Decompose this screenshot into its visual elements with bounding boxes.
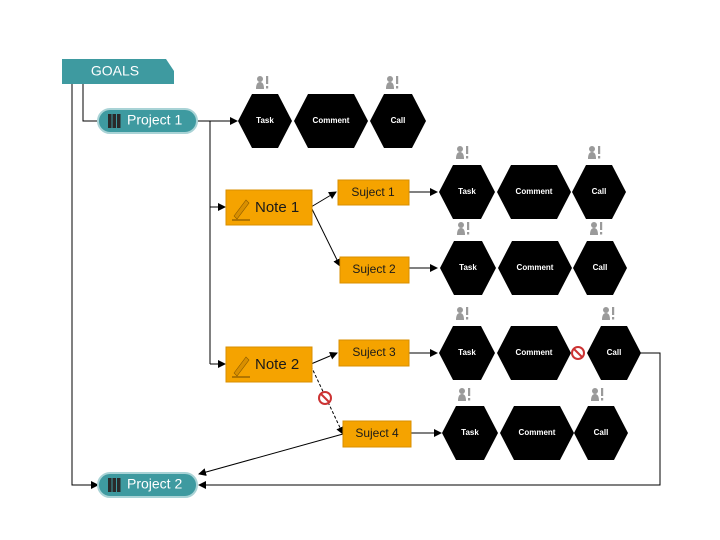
connector-goals-project1	[82, 84, 102, 122]
no-entry-icon	[571, 346, 585, 360]
connector-goals-project2	[71, 84, 99, 489]
svg-text:Call: Call	[391, 116, 406, 125]
comment-node[interactable]: Comment	[497, 165, 571, 219]
svg-text:Task: Task	[461, 428, 479, 437]
call-node[interactable]: Call	[572, 165, 626, 219]
person-alert-icon	[457, 222, 470, 235]
subject-4-label: Suject 4	[355, 426, 399, 440]
goals-label: GOALS	[91, 63, 139, 79]
svg-text:Task: Task	[458, 187, 476, 196]
svg-text:Call: Call	[593, 263, 608, 272]
call-node[interactable]: Call	[370, 94, 426, 148]
svg-text:Call: Call	[607, 348, 622, 357]
svg-text:Comment: Comment	[516, 187, 553, 196]
activity-row-subject1: Task Comment Call	[439, 146, 626, 219]
person-alert-icon	[456, 307, 469, 320]
svg-text:Comment: Comment	[516, 348, 553, 357]
connector-note1-subject1	[310, 191, 337, 208]
activity-row-subject2: Task Comment Call	[440, 222, 627, 295]
project-2-node[interactable]: Project 2	[97, 472, 198, 498]
note-2-node[interactable]: Note 2	[225, 346, 313, 383]
person-alert-icon	[256, 76, 269, 89]
person-alert-icon	[602, 307, 615, 320]
svg-text:Comment: Comment	[517, 263, 554, 272]
subject-4-node[interactable]: Suject 4	[342, 420, 412, 448]
subject-3-label: Suject 3	[352, 345, 396, 359]
task-node[interactable]: Task	[439, 326, 495, 380]
person-alert-icon	[591, 388, 604, 401]
note-2-label: Note 2	[255, 356, 299, 373]
person-alert-icon	[458, 388, 471, 401]
person-alert-icon	[386, 76, 399, 89]
person-alert-icon	[588, 146, 601, 159]
subject-2-label: Suject 2	[352, 262, 396, 276]
note-1-node[interactable]: Note 1	[225, 189, 313, 226]
book-stack-icon	[108, 114, 121, 128]
connector-subject4-project2	[198, 433, 344, 476]
connector-project1-trunk	[197, 120, 211, 364]
comment-node[interactable]: Comment	[498, 241, 572, 295]
connectors	[71, 84, 661, 489]
task-node[interactable]: Task	[238, 94, 292, 148]
person-alert-icon	[590, 222, 603, 235]
task-node[interactable]: Task	[442, 406, 498, 460]
connector-note2-subject3	[310, 352, 338, 365]
activity-row-subject4: Task Comment Call	[442, 388, 628, 460]
svg-text:Task: Task	[458, 348, 476, 357]
subject-2-node[interactable]: Suject 2	[339, 256, 410, 284]
svg-text:Call: Call	[594, 428, 609, 437]
comment-node[interactable]: Comment	[294, 94, 368, 148]
person-alert-icon	[456, 146, 469, 159]
task-node[interactable]: Task	[440, 241, 496, 295]
book-stack-icon	[108, 478, 121, 492]
call-node[interactable]: Call	[574, 406, 628, 460]
pencil-icon	[232, 356, 250, 378]
subject-3-node[interactable]: Suject 3	[338, 339, 410, 367]
subject-1-label: Suject 1	[351, 185, 395, 199]
note-1-label: Note 1	[255, 199, 299, 216]
svg-text:Task: Task	[459, 263, 477, 272]
svg-text:Comment: Comment	[519, 428, 556, 437]
no-entry-icon	[318, 391, 332, 405]
project-2-label: Project 2	[127, 476, 182, 492]
call-node[interactable]: Call	[573, 241, 627, 295]
connector-note1-subject2	[310, 206, 341, 267]
svg-text:Task: Task	[256, 116, 274, 125]
project-1-node[interactable]: Project 1	[97, 108, 198, 134]
connector-call-project2	[198, 352, 661, 489]
task-node[interactable]: Task	[439, 165, 495, 219]
svg-text:Call: Call	[592, 187, 607, 196]
subject-1-node[interactable]: Suject 1	[337, 179, 410, 206]
goals-node[interactable]: GOALS	[62, 59, 174, 84]
comment-node[interactable]: Comment	[500, 406, 574, 460]
project-1-label: Project 1	[127, 112, 182, 128]
call-node[interactable]: Call	[587, 326, 641, 380]
pencil-icon	[232, 199, 250, 221]
svg-text:Comment: Comment	[313, 116, 350, 125]
activity-row-project1: Task Comment Call	[238, 76, 426, 148]
activity-row-subject3: Task Comment Call	[439, 307, 641, 380]
comment-node[interactable]: Comment	[497, 326, 571, 380]
